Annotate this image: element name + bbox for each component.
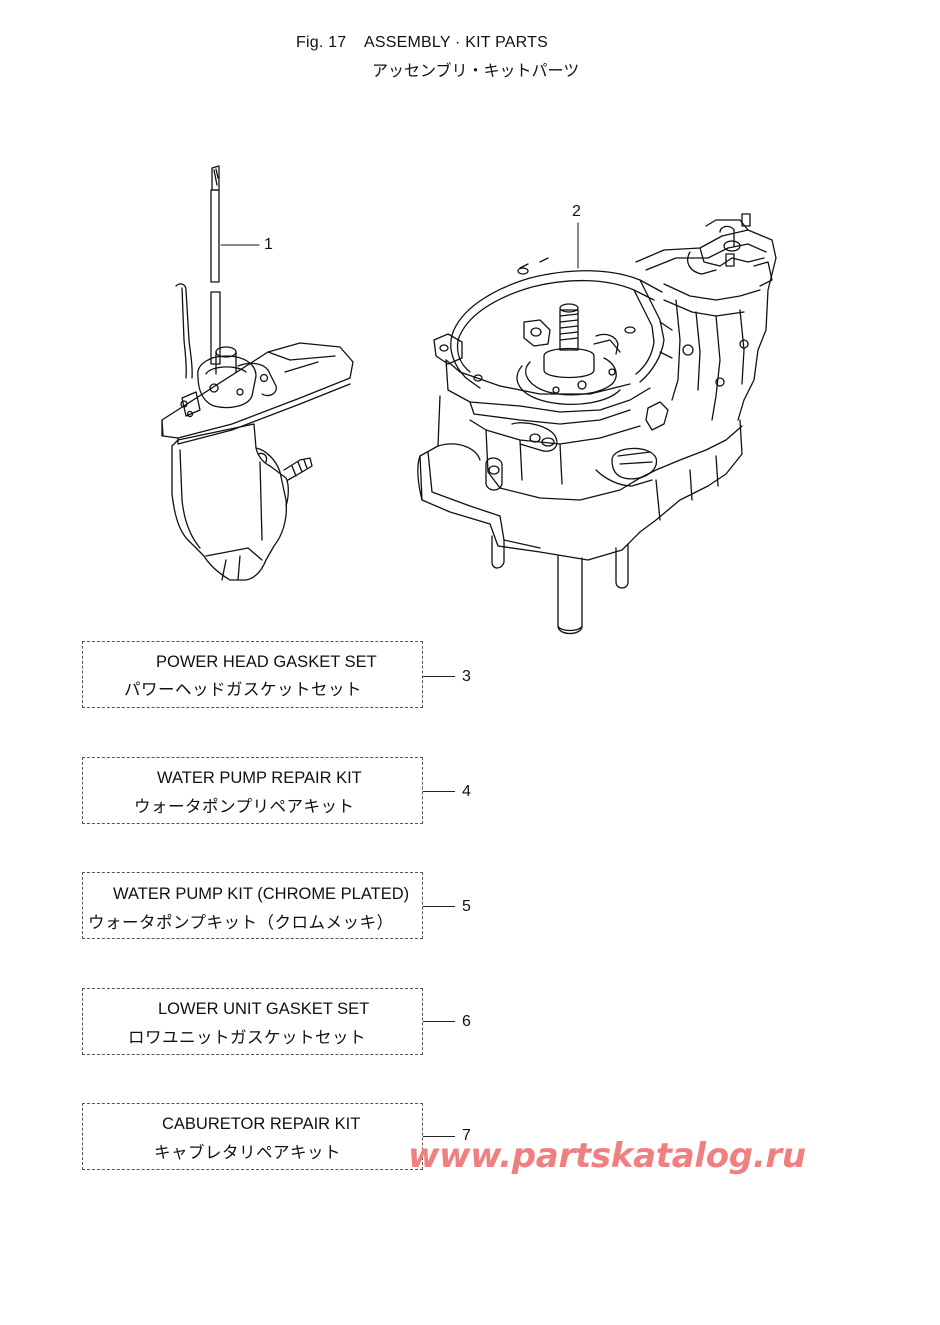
kit-name-en: WATER PUMP KIT (CHROME PLATED) (113, 885, 410, 903)
kit-leader-line (423, 1136, 455, 1137)
kit-leader-line (423, 1021, 455, 1022)
kit-name-jp: パワーヘッドガスケットセット (124, 680, 362, 699)
kit-leader-line (423, 791, 455, 792)
power-head-drawing (417, 213, 777, 635)
kit-number: 6 (462, 1013, 471, 1030)
figure-title: Fig. 17 ASSEMBLY · KIT PARTS (296, 34, 548, 52)
kit-name-en: WATER PUMP REPAIR KIT (157, 769, 362, 787)
kit-box-5 (82, 872, 423, 939)
figure-number: Fig. 17 (296, 34, 347, 51)
kit-name-jp: ウォータポンプキット（クロムメッキ） (88, 913, 394, 932)
kit-box-3 (82, 641, 423, 708)
kit-name-jp: ウォータポンプリペアキット (134, 797, 355, 816)
lower-unit-drawing (161, 165, 354, 581)
kit-name-jp: キャブレタリペアキット (154, 1143, 341, 1162)
callout-2-number: 2 (572, 203, 581, 220)
kit-box-4 (82, 757, 423, 824)
kit-name-jp: ロワユニットガスケットセット (128, 1028, 366, 1047)
kit-number: 3 (462, 668, 471, 685)
figure-title-en: ASSEMBLY · KIT PARTS (364, 34, 548, 51)
kit-leader-line (423, 676, 455, 677)
kit-name-en: LOWER UNIT GASKET SET (158, 1000, 370, 1018)
kit-number: 4 (462, 783, 471, 800)
kit-leader-line (423, 906, 455, 907)
figure-title-jp: アッセンブリ・キットパーツ (372, 61, 580, 80)
kit-number: 7 (462, 1127, 471, 1144)
kit-name-en: POWER HEAD GASKET SET (156, 653, 377, 671)
kit-box-7 (82, 1103, 423, 1170)
watermark-url: www.partskatalog.ru (408, 1136, 806, 1176)
kit-number: 5 (462, 898, 471, 915)
kit-box-6 (82, 988, 423, 1055)
callout-1-number: 1 (264, 236, 273, 253)
kit-name-en: CABURETOR REPAIR KIT (162, 1115, 361, 1133)
